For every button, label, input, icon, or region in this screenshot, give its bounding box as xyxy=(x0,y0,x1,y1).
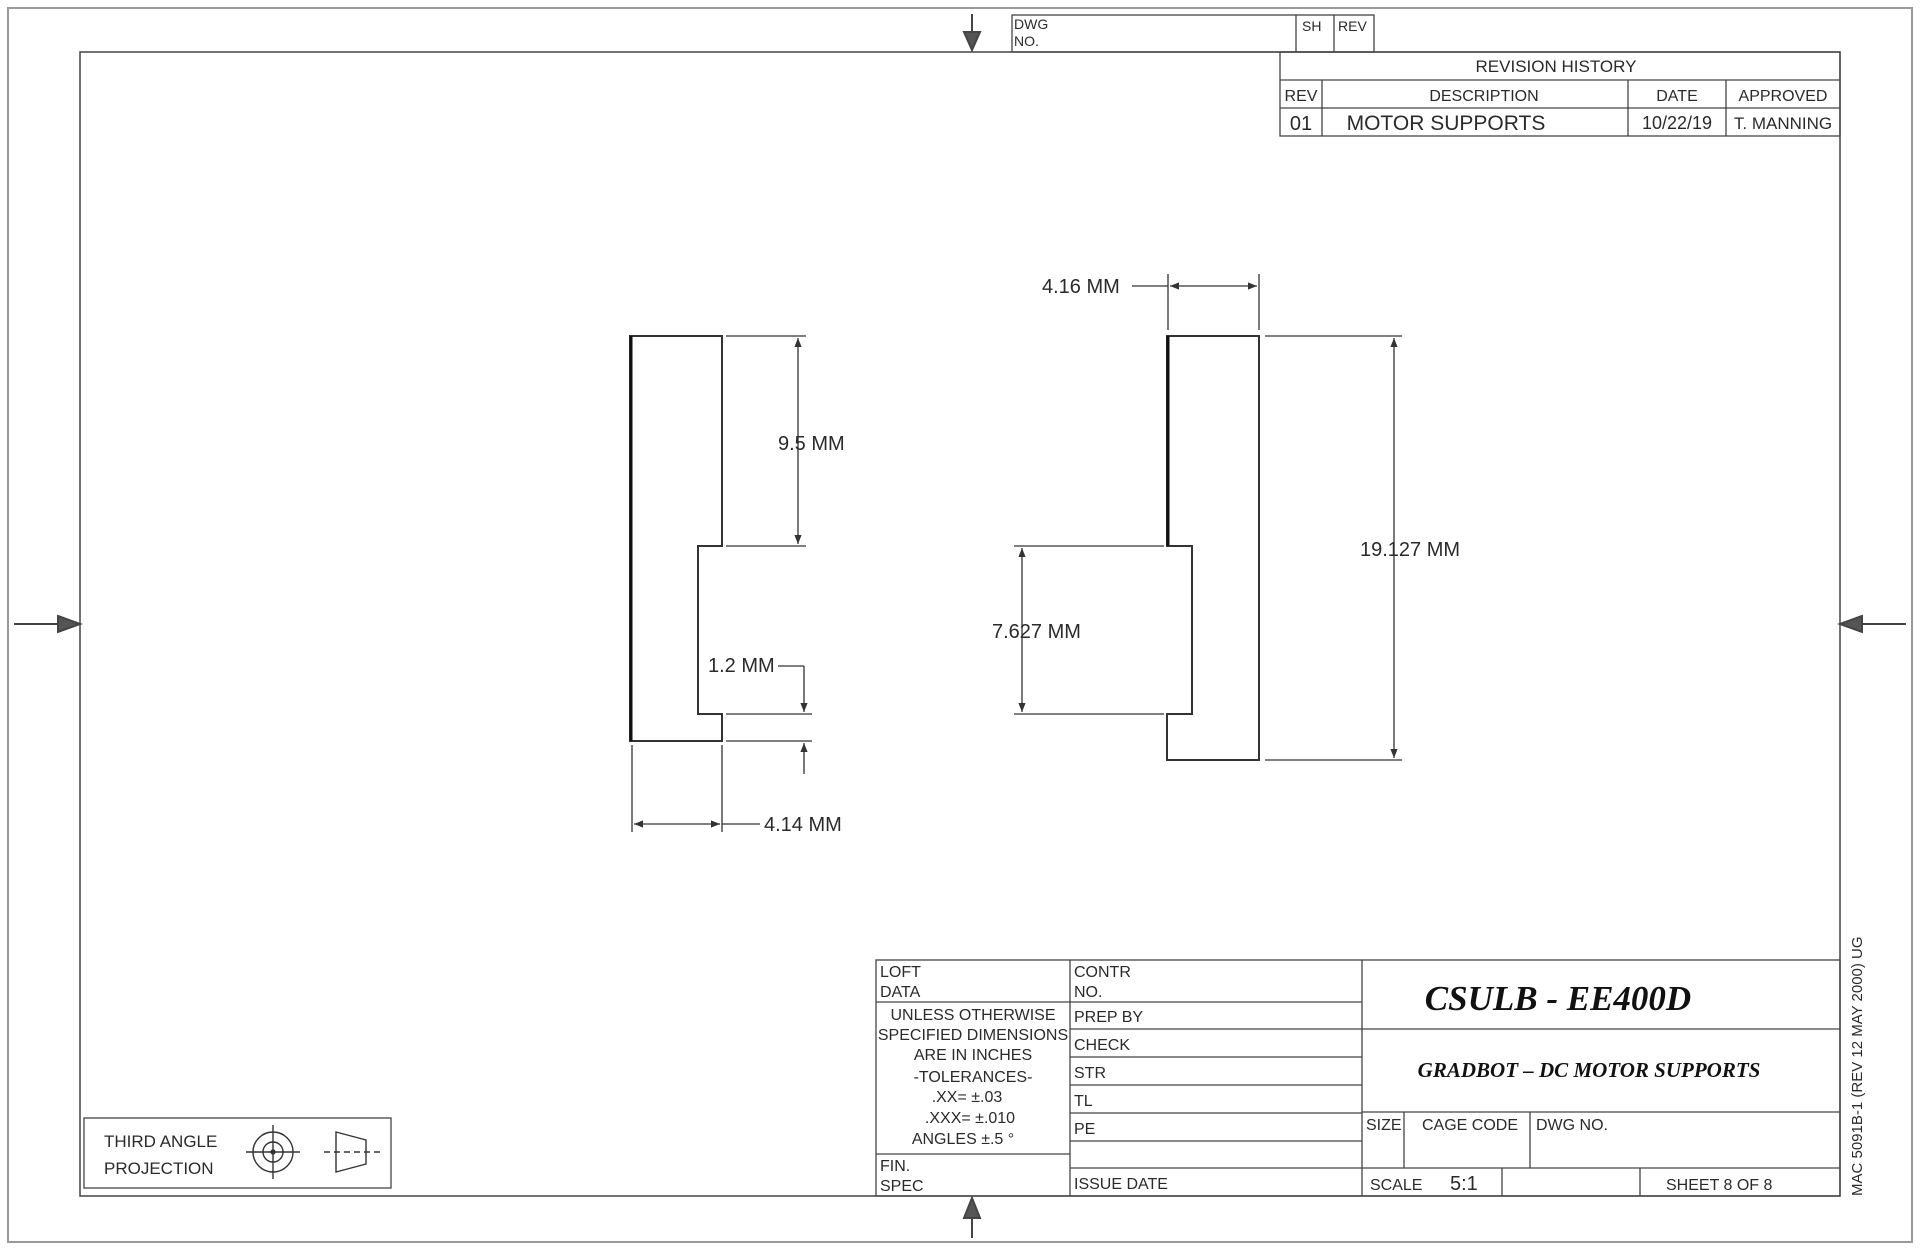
scale-label: SCALE xyxy=(1370,1177,1422,1194)
projection-circle-icon xyxy=(246,1125,300,1179)
projection-label-line2: PROJECTION xyxy=(104,1159,214,1178)
fin-spec-label-1: FIN. xyxy=(880,1158,910,1175)
revision-row-description: MOTOR SUPPORTS xyxy=(1347,112,1546,135)
drawing-title: GRADBOT – DC MOTOR SUPPORTS xyxy=(1418,1058,1761,1082)
tolerance-notes: UNLESS OTHERWISE SPECIFIED DIMENSIONS AR… xyxy=(878,1007,1068,1148)
right-view-part-outline xyxy=(1166,335,1260,761)
dimension-1-2-mm: 1.2 MM xyxy=(708,655,775,677)
tolerance-line: ARE IN INCHES xyxy=(914,1047,1032,1064)
projection-box xyxy=(83,1117,392,1189)
drawing-frame xyxy=(79,51,1841,1197)
tolerance-line: SPECIFIED DIMENSIONS xyxy=(878,1027,1068,1044)
dwg-no-label: DWG NO. xyxy=(1536,1117,1608,1134)
size-label: SIZE xyxy=(1366,1117,1402,1134)
projection-frustum-icon xyxy=(324,1131,380,1173)
loft-data-label-2: DATA xyxy=(880,984,921,1001)
tolerance-line: ANGLES ±.5 ° xyxy=(912,1131,1014,1148)
date-col-header: DATE xyxy=(1656,88,1697,105)
dimension-4-16-mm: 4.16 MM xyxy=(1042,276,1120,298)
left-view-dimension-lines xyxy=(631,335,812,832)
tl-label: TL xyxy=(1074,1093,1093,1110)
tolerance-line: -TOLERANCES- xyxy=(914,1069,1033,1086)
description-col-header: DESCRIPTION xyxy=(1429,88,1538,105)
centering-marks xyxy=(14,14,1906,1238)
dimension-7-627-mm: 7.627 MM xyxy=(992,621,1081,643)
scale-value: 5:1 xyxy=(1450,1173,1478,1195)
contr-no-label-2: NO. xyxy=(1074,984,1102,1001)
revision-row-approved: T. MANNING xyxy=(1734,114,1832,133)
right-view-dimension-lines xyxy=(1014,274,1402,761)
revision-row-date: 10/22/19 xyxy=(1642,113,1712,133)
prep-by-label: PREP BY xyxy=(1074,1009,1143,1026)
fin-spec-label-2: SPEC xyxy=(880,1178,924,1195)
revision-history-title: REVISION HISTORY xyxy=(1476,57,1637,76)
side-form-note: MAC 5091B-1 (REV 12 MAY 2000) UG xyxy=(1849,936,1866,1196)
header-dwg-label-2: NO. xyxy=(1014,33,1039,49)
issue-date-label: ISSUE DATE xyxy=(1074,1176,1168,1193)
revision-row-rev: 01 xyxy=(1290,113,1312,135)
tolerance-line: UNLESS OTHERWISE xyxy=(890,1007,1055,1024)
header-sh-label: SH xyxy=(1302,18,1321,34)
str-label: STR xyxy=(1074,1065,1106,1082)
outer-border xyxy=(7,7,1913,1243)
header-rev-label: REV xyxy=(1338,18,1367,34)
dimension-9-5-mm: 9.5 MM xyxy=(778,433,845,455)
header-dwg-label-1: DWG xyxy=(1014,16,1048,32)
title-block xyxy=(875,959,1841,1197)
dimension-19-127-mm: 19.127 MM xyxy=(1360,539,1460,561)
check-label: CHECK xyxy=(1074,1037,1130,1054)
left-view-part-outline xyxy=(629,335,723,742)
rev-col-header: REV xyxy=(1285,88,1318,105)
contr-no-label-1: CONTR xyxy=(1074,964,1131,981)
header-boxes xyxy=(1011,14,1375,53)
dimension-4-14-mm: 4.14 MM xyxy=(764,814,842,836)
sheet-number: SHEET 8 OF 8 xyxy=(1666,1177,1773,1194)
projection-label-line1: THIRD ANGLE xyxy=(104,1132,217,1151)
approved-col-header: APPROVED xyxy=(1739,88,1828,105)
pe-label: PE xyxy=(1074,1121,1095,1138)
company-title: CSULB - EE400D xyxy=(1425,979,1691,1018)
tolerance-line: .XX= ±.03 xyxy=(932,1089,1003,1106)
tolerance-line: .XXX= ±.010 xyxy=(925,1110,1015,1127)
cage-code-label: CAGE CODE xyxy=(1422,1117,1518,1134)
revision-history-table xyxy=(1279,51,1841,137)
loft-data-label-1: LOFT xyxy=(880,964,921,981)
